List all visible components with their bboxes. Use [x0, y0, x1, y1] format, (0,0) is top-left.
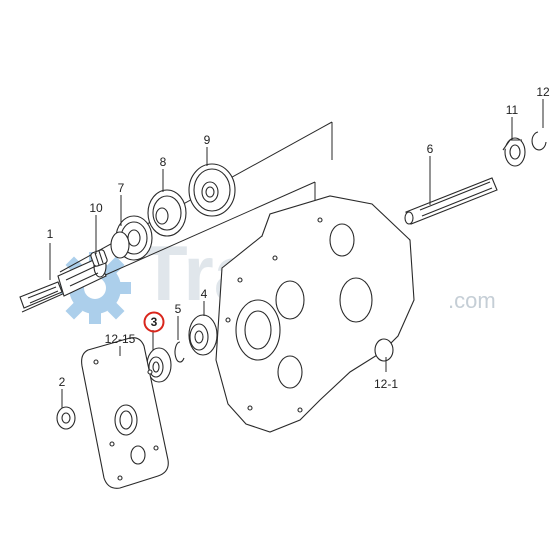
callout-12-1: 12-1	[374, 377, 398, 391]
part-5-snap-ring	[174, 341, 185, 363]
highlight-circle	[143, 311, 165, 333]
part-12-15-front-cover	[81, 337, 169, 489]
callout-1: 1	[47, 227, 54, 241]
callout-7: 7	[118, 181, 125, 195]
part-7-gear	[110, 215, 153, 261]
leader-lines	[49, 99, 544, 408]
part-4-bearing	[188, 314, 218, 356]
callout-5: 5	[175, 302, 182, 316]
callout-12: 12	[536, 85, 550, 99]
callout-11: 11	[506, 103, 519, 117]
callout-12-15: 12-15	[105, 332, 136, 346]
part-10-needle-bearing	[90, 249, 108, 267]
callout-labels: 1 2 3 4 5 6 7 8 9 10 11 12 12-1 12-15	[47, 85, 550, 391]
part-8-gear	[147, 189, 187, 237]
part-11-bearing	[502, 137, 526, 167]
watermark-domain: .com	[448, 288, 496, 313]
callout-10: 10	[89, 201, 103, 215]
callout-6: 6	[427, 142, 434, 156]
part-6-output-shaft	[404, 177, 498, 225]
part-2-oil-seal	[56, 406, 76, 430]
part-3-bearing	[146, 347, 172, 383]
callout-2: 2	[59, 375, 66, 389]
callout-4: 4	[201, 287, 208, 301]
part-12-1-transmission-case	[215, 195, 415, 433]
callout-9: 9	[204, 133, 211, 147]
part-12-circlip	[531, 131, 547, 151]
part-1-input-shaft	[19, 254, 107, 309]
part-9-gear	[188, 163, 236, 217]
callout-8: 8	[160, 155, 167, 169]
callout-3[interactable]: 3	[151, 315, 158, 329]
